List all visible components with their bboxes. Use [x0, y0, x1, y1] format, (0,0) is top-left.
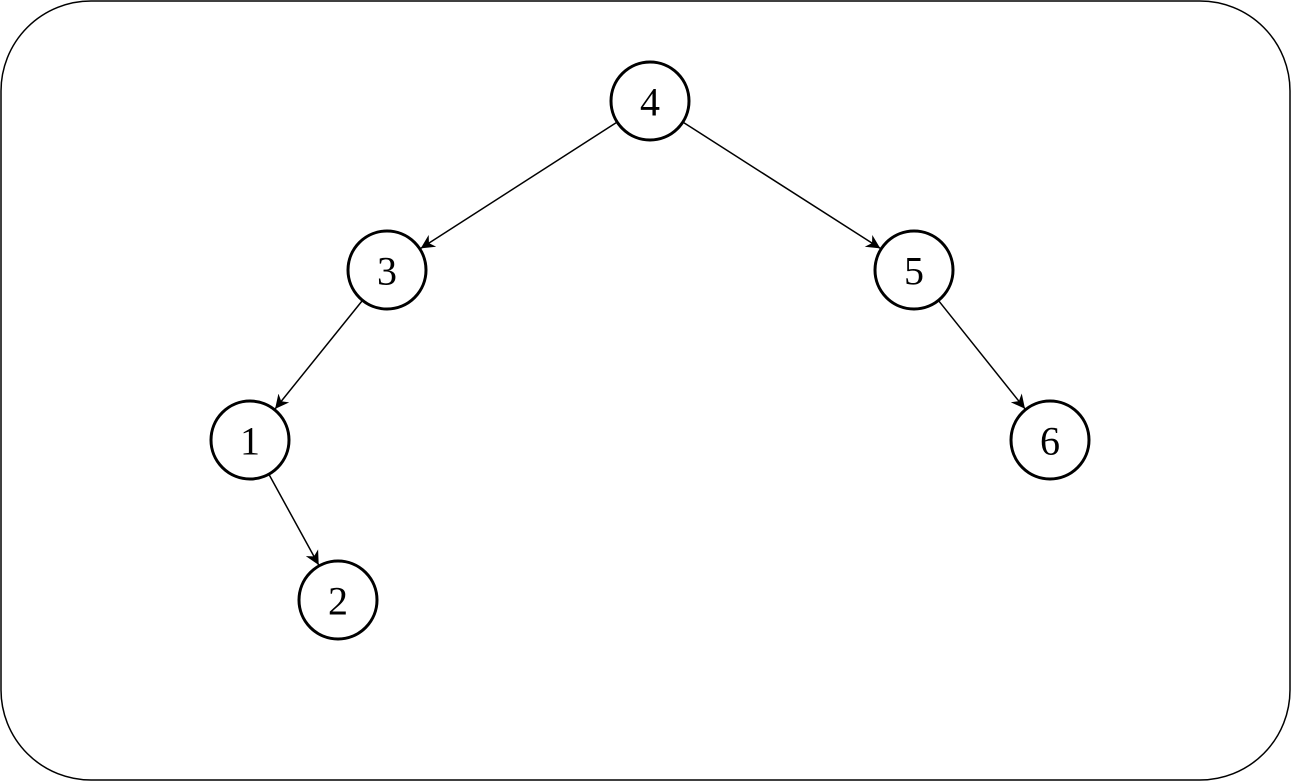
- edges: [268, 121, 1026, 566]
- tree-node-3: 3: [346, 229, 428, 311]
- edge-n3-to-n1: [274, 300, 363, 410]
- node-circle: [209, 399, 291, 481]
- node-label: 4: [640, 80, 660, 125]
- tree-node-2: 2: [297, 559, 379, 641]
- tree-node-5: 5: [873, 229, 955, 311]
- edge-n1-to-n2: [268, 474, 320, 566]
- node-circle: [1009, 399, 1091, 481]
- node-label: 5: [904, 249, 924, 294]
- node-circle: [297, 559, 379, 641]
- edge-n4-to-n3: [420, 121, 617, 250]
- tree-node-6: 6: [1009, 399, 1091, 481]
- node-circle: [873, 229, 955, 311]
- node-label: 2: [328, 579, 348, 624]
- tree-node-4: 4: [609, 60, 691, 142]
- node-circle: [346, 229, 428, 311]
- nodes: 4 3 5 1 6 2: [209, 60, 1091, 641]
- tree-node-1: 1: [209, 399, 291, 481]
- node-label: 6: [1040, 419, 1060, 464]
- edge-n4-to-n5: [683, 121, 881, 250]
- node-label: 1: [240, 419, 260, 464]
- edge-n5-to-n6: [938, 300, 1026, 410]
- node-circle: [609, 60, 691, 142]
- node-label: 3: [377, 249, 397, 294]
